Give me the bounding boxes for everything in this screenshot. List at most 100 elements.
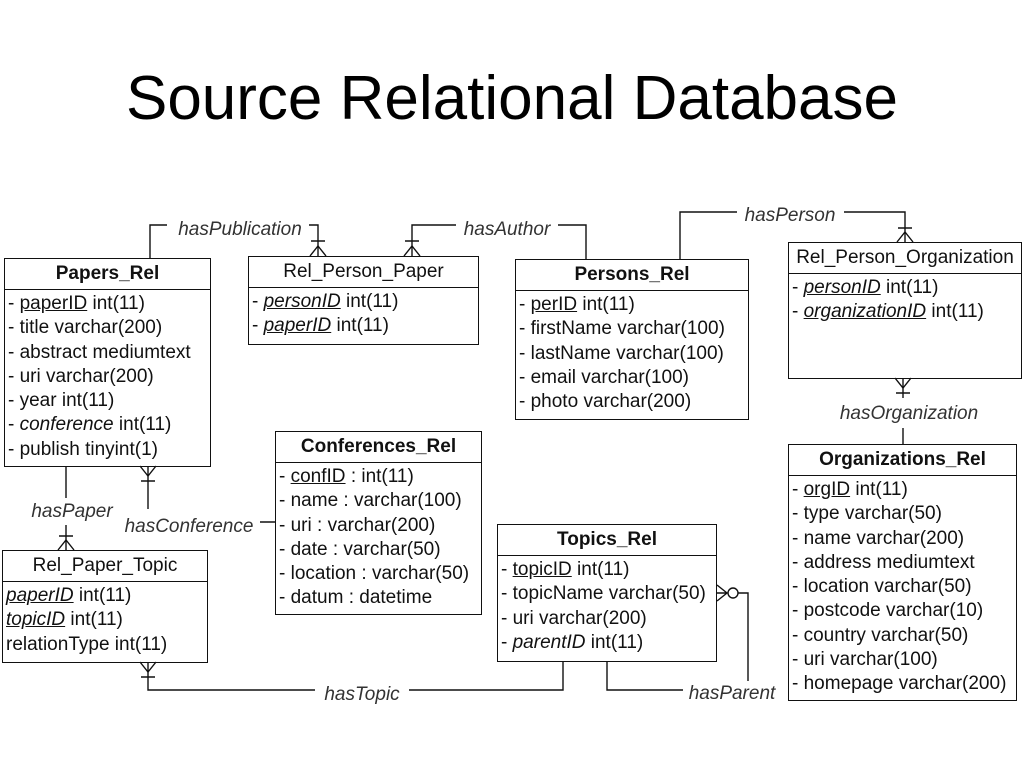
haspublication-label: hasPublication — [178, 219, 302, 240]
entity-topics-rel: Topics_Rel - topicID int(11)- topicName … — [497, 524, 717, 662]
hastopic-relationship: hasTopic — [139, 661, 564, 705]
zero-or-many-icon — [716, 584, 739, 602]
field-type: varchar(200) — [583, 391, 692, 413]
field-prefix: - — [279, 514, 291, 536]
field-row: - title varchar(200) — [8, 316, 210, 340]
field-type: varchar(100) — [830, 649, 938, 671]
field-prefix: - — [792, 576, 804, 598]
field-prefix: - — [8, 414, 20, 436]
entity-rel-paper-topic: Rel_Paper_Topic paperID int(11)topicID i… — [2, 550, 208, 663]
field-list: - confID : int(11)- name : varchar(100)-… — [276, 463, 481, 611]
field-row: - parentID int(11) — [501, 631, 716, 655]
field-type: tinyint(1) — [85, 438, 158, 460]
crows-foot-many-icon — [309, 240, 327, 257]
field-list: - topicID int(11)- topicName varchar(50)… — [498, 556, 716, 655]
field-row: - type varchar(50) — [792, 502, 1016, 526]
field-prefix: - — [792, 600, 804, 622]
entity-title: Organizations_Rel — [789, 445, 1016, 476]
field-row: - postcode varchar(10) — [792, 599, 1016, 623]
field-type: : varchar(50) — [361, 563, 470, 585]
field-prefix: - — [501, 559, 513, 580]
field-row: - name varchar(200) — [792, 527, 1016, 551]
field-prefix: - — [519, 294, 531, 315]
field-name: relationType — [6, 633, 110, 655]
field-type: int(11) — [118, 414, 172, 436]
entity-organizations-rel: Organizations_Rel - orgID int(11)- type … — [788, 444, 1017, 701]
hasconference-connector — [147, 466, 275, 523]
entity-title: Rel_Person_Paper — [249, 257, 478, 288]
field-row: - topicName varchar(50) — [501, 582, 716, 606]
field-type: varchar(200) — [539, 607, 647, 629]
field-row: - paperID int(11) — [8, 292, 210, 316]
field-name: datum — [290, 587, 344, 609]
field-type: int(11) — [582, 294, 635, 315]
field-prefix: - — [519, 391, 531, 413]
entity-rel-person-paper: Rel_Person_Paper - personID int(11)- pap… — [248, 256, 479, 345]
field-type: int(11) — [346, 291, 399, 312]
field-type: int(11) — [61, 390, 115, 412]
field-row: - lastName varchar(100) — [519, 342, 748, 366]
entity-title: Conferences_Rel — [276, 432, 481, 463]
field-prefix: - — [501, 583, 513, 605]
field-list: - personID int(11)- organizationID int(1… — [789, 274, 1021, 325]
field-prefix: - — [792, 673, 804, 695]
field-row: - uri : varchar(200) — [279, 514, 481, 538]
field-name: perID — [530, 294, 578, 315]
field-type: varchar(200) — [46, 365, 154, 387]
field-name: email — [530, 366, 577, 388]
field-row: - personID int(11) — [792, 276, 1021, 300]
entity-rel-person-organization: Rel_Person_Organization - personID int(1… — [788, 242, 1022, 379]
field-name: paperID — [19, 293, 88, 314]
field-row: - datum : datetime — [279, 586, 481, 610]
field-type: : varchar(50) — [332, 538, 441, 560]
field-row: - location : varchar(50) — [279, 562, 481, 586]
field-type: int(11) — [92, 293, 145, 314]
optional-circle-icon — [727, 587, 739, 599]
hasorganization-relationship: hasOrganization — [840, 377, 978, 444]
field-prefix: - — [792, 301, 804, 323]
field-name: topicID — [512, 559, 572, 580]
field-type: varchar(200) — [54, 317, 163, 339]
field-row: - email varchar(100) — [519, 366, 748, 390]
entity-title: Rel_Paper_Topic — [3, 551, 207, 582]
entity-title: Papers_Rel — [5, 259, 210, 290]
field-prefix: - — [8, 293, 20, 314]
field-name: year — [19, 390, 57, 412]
field-prefix: - — [501, 631, 513, 653]
field-list: - paperID int(11)- title varchar(200)- a… — [5, 290, 210, 462]
field-type: varchar(50) — [871, 624, 969, 646]
field-prefix: - — [501, 607, 513, 629]
field-type: int(11) — [336, 315, 389, 337]
field-name: topicID — [6, 609, 66, 631]
field-name: organizationID — [803, 301, 927, 323]
entity-title: Persons_Rel — [516, 260, 748, 291]
field-row: - conference int(11) — [8, 413, 210, 437]
field-type: varchar(200) — [856, 527, 965, 549]
field-type: : varchar(200) — [317, 514, 436, 536]
field-row: - perID int(11) — [519, 293, 748, 317]
field-name: orgID — [803, 479, 851, 500]
field-prefix: - — [8, 317, 20, 339]
field-type: varchar(100) — [616, 342, 724, 364]
field-row: - topicID int(11) — [501, 558, 716, 582]
field-prefix: - — [279, 490, 291, 512]
field-type: int(11) — [78, 585, 132, 606]
field-name: abstract — [19, 341, 88, 363]
crows-foot-many-icon — [139, 465, 157, 482]
hasorganization-label: hasOrganization — [840, 403, 978, 424]
field-row: relationType int(11) — [6, 633, 207, 657]
field-name: uri — [290, 514, 312, 536]
field-type: int(11) — [590, 631, 644, 653]
entity-persons-rel: Persons_Rel - perID int(11)- firstName v… — [515, 259, 749, 420]
entity-title: Rel_Person_Organization — [789, 243, 1021, 274]
field-prefix: - — [792, 527, 804, 549]
field-name: uri — [512, 607, 534, 629]
crows-foot-many-icon — [894, 377, 912, 394]
field-name: uri — [19, 365, 41, 387]
field-row: - uri varchar(200) — [501, 607, 716, 631]
field-row: - paperID int(11) — [252, 314, 478, 338]
field-name: conference — [19, 414, 114, 436]
field-name: address — [803, 551, 872, 573]
field-row: - uri varchar(200) — [8, 365, 210, 389]
entity-title: Topics_Rel — [498, 525, 716, 556]
